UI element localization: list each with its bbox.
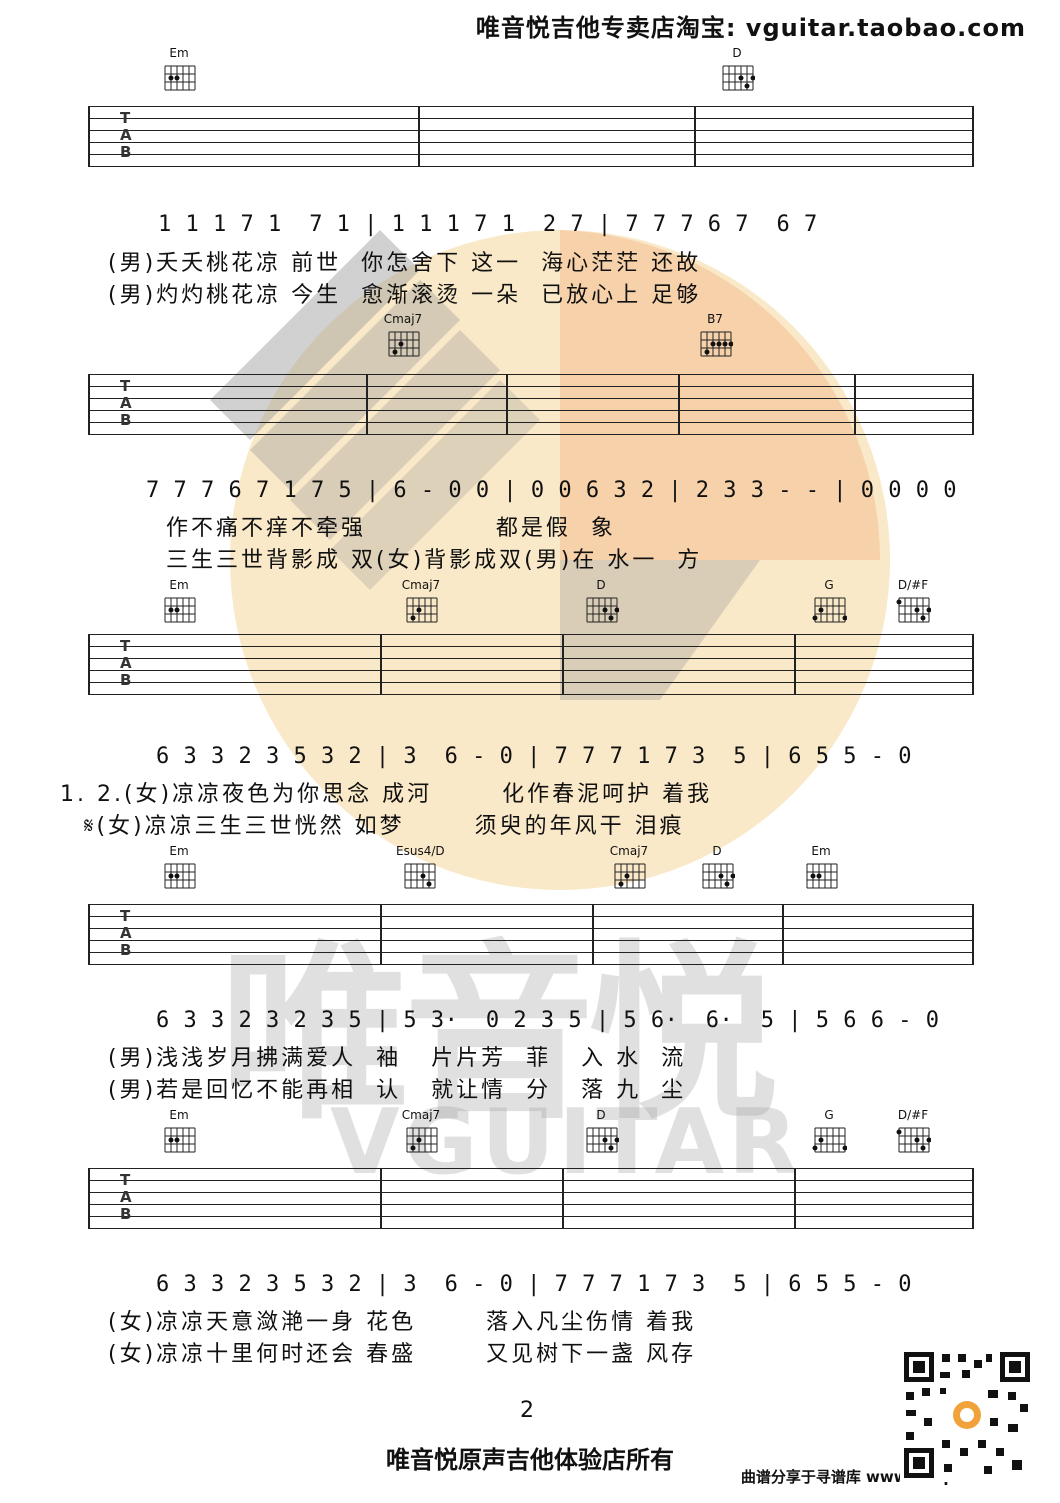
chord-diagram: Em [156,1108,202,1160]
chord-grid-icon [812,1127,847,1153]
chord-diagram: D [694,844,740,896]
chord-diagram: D [578,1108,624,1160]
lyric-line: (男)浅浅岁月拂满爱人 袖 片片芳 菲 入 水 流 [108,1046,687,1071]
chord-name: Cmaj7 [401,578,441,592]
chord-name: D [712,844,722,858]
lyric-line: 1. 2.(女)凉凉夜色为你思念 成河 化作春泥呵护 着我 [60,782,713,807]
chord-diagram: Em [156,578,202,630]
chord-name: Em [169,578,189,592]
numbered-notation: 6 3 3 2 3 5 3 2 | 3 6 - 0 | 7 7 7 1 7 3 … [156,1272,912,1297]
chord-grid-icon [404,863,436,889]
qr-code-icon [900,1348,1034,1482]
chord-grid-icon [388,331,420,357]
lyric-line: (男)灼灼桃花凉 今生 愈渐滚烫 一朵 已放心上 足够 [108,283,702,308]
chord-diagram: Cmaj7 [398,578,444,630]
lyric-line: 三生三世背影成 双(女)背影成双(男)在 水一 方 [166,548,703,573]
chord-name: Em [169,46,189,60]
chord-diagram: G [806,578,852,630]
chord-grid-icon [614,863,646,889]
chord-name: Em [169,1108,189,1122]
chord-name: G [824,578,834,592]
chord-diagram: Esus4/D [396,844,445,896]
chord-grid-icon [722,65,755,91]
chord-name: Cmaj7 [609,844,649,858]
chord-name: D [596,578,606,592]
chord-name: B7 [707,312,723,326]
lyric-line: 作不痛不痒不牵强 都是假 象 [166,516,616,541]
chord-diagram: Em [156,46,202,98]
chord-diagram: Em [156,844,202,896]
chord-grid-icon [896,1127,931,1153]
chord-diagram: G [806,1108,852,1160]
chord-diagram: B7 [692,312,738,364]
chord-grid-icon [406,597,438,623]
shop-header: 唯音悦吉他专卖店淘宝: vguitar.taobao.com [475,14,1026,42]
chord-grid-icon [812,597,847,623]
lyric-line: (男)夭夭桃花凉 前世 你怎舍下 这一 海心茫茫 还故 [108,251,702,276]
lyric-line: (女)凉凉十里何时还会 春盛 又见树下一盏 风存 [108,1342,697,1367]
lyric-line: (女)凉凉天意潋滟一身 花色 落入凡尘伤情 着我 [108,1310,697,1335]
chord-diagram: D/#F [890,1108,936,1160]
page-number: 2 [520,1398,534,1423]
chord-diagram: Cmaj7 [398,1108,444,1160]
chord-name: Em [811,844,831,858]
chord-diagram: D [714,46,760,98]
chord-grid-icon [164,65,196,91]
chord-grid-icon [164,863,196,889]
chord-name: D/#F [897,1108,929,1122]
owner-footer: 唯音悦原声吉他体验店所有 [386,1446,674,1474]
chord-name: D [732,46,742,60]
chord-grid-icon [164,597,196,623]
chord-grid-icon [586,1127,619,1153]
lyric-line: 𝄋(女)凉凉三生三世恍然 如梦 须臾的年风干 泪痕 [84,814,685,839]
chord-grid-icon [806,863,838,889]
numbered-notation: 7 7 7 6 7 1 7 5 | 6 - 0 0 | 0 0 6 3 2 | … [146,478,957,503]
chord-name: Cmaj7 [383,312,423,326]
chord-name: D [596,1108,606,1122]
chord-name: D/#F [897,578,929,592]
lyric-line: (男)若是回忆不能再相 认 就让情 分 落 九 尘 [108,1078,687,1103]
chord-name: G [824,1108,834,1122]
numbered-notation: 1 1 1 7 1 7 1 | 1 1 1 7 1 2 7 | 7 7 7 6 … [158,212,818,237]
chord-diagram: D [578,578,624,630]
chord-name: Em [169,844,189,858]
chord-grid-icon [164,1127,196,1153]
chord-grid-icon [896,597,931,623]
chord-grid-icon [702,863,735,889]
numbered-notation: 6 3 3 2 3 5 3 2 | 3 6 - 0 | 7 7 7 1 7 3 … [156,744,912,769]
chord-diagram: Em [798,844,844,896]
chord-name: Cmaj7 [401,1108,441,1122]
chord-grid-icon [700,331,733,357]
chord-name: Esus4/D [396,844,445,858]
chord-grid-icon [406,1127,438,1153]
chord-diagram: Cmaj7 [606,844,652,896]
chord-grid-icon [586,597,619,623]
chord-diagram: D/#F [890,578,936,630]
numbered-notation: 6 3 3 2 3 2 3 5 | 5 3· 0 2 3 5 | 5 6· 6·… [156,1008,940,1033]
chord-diagram: Cmaj7 [380,312,426,364]
